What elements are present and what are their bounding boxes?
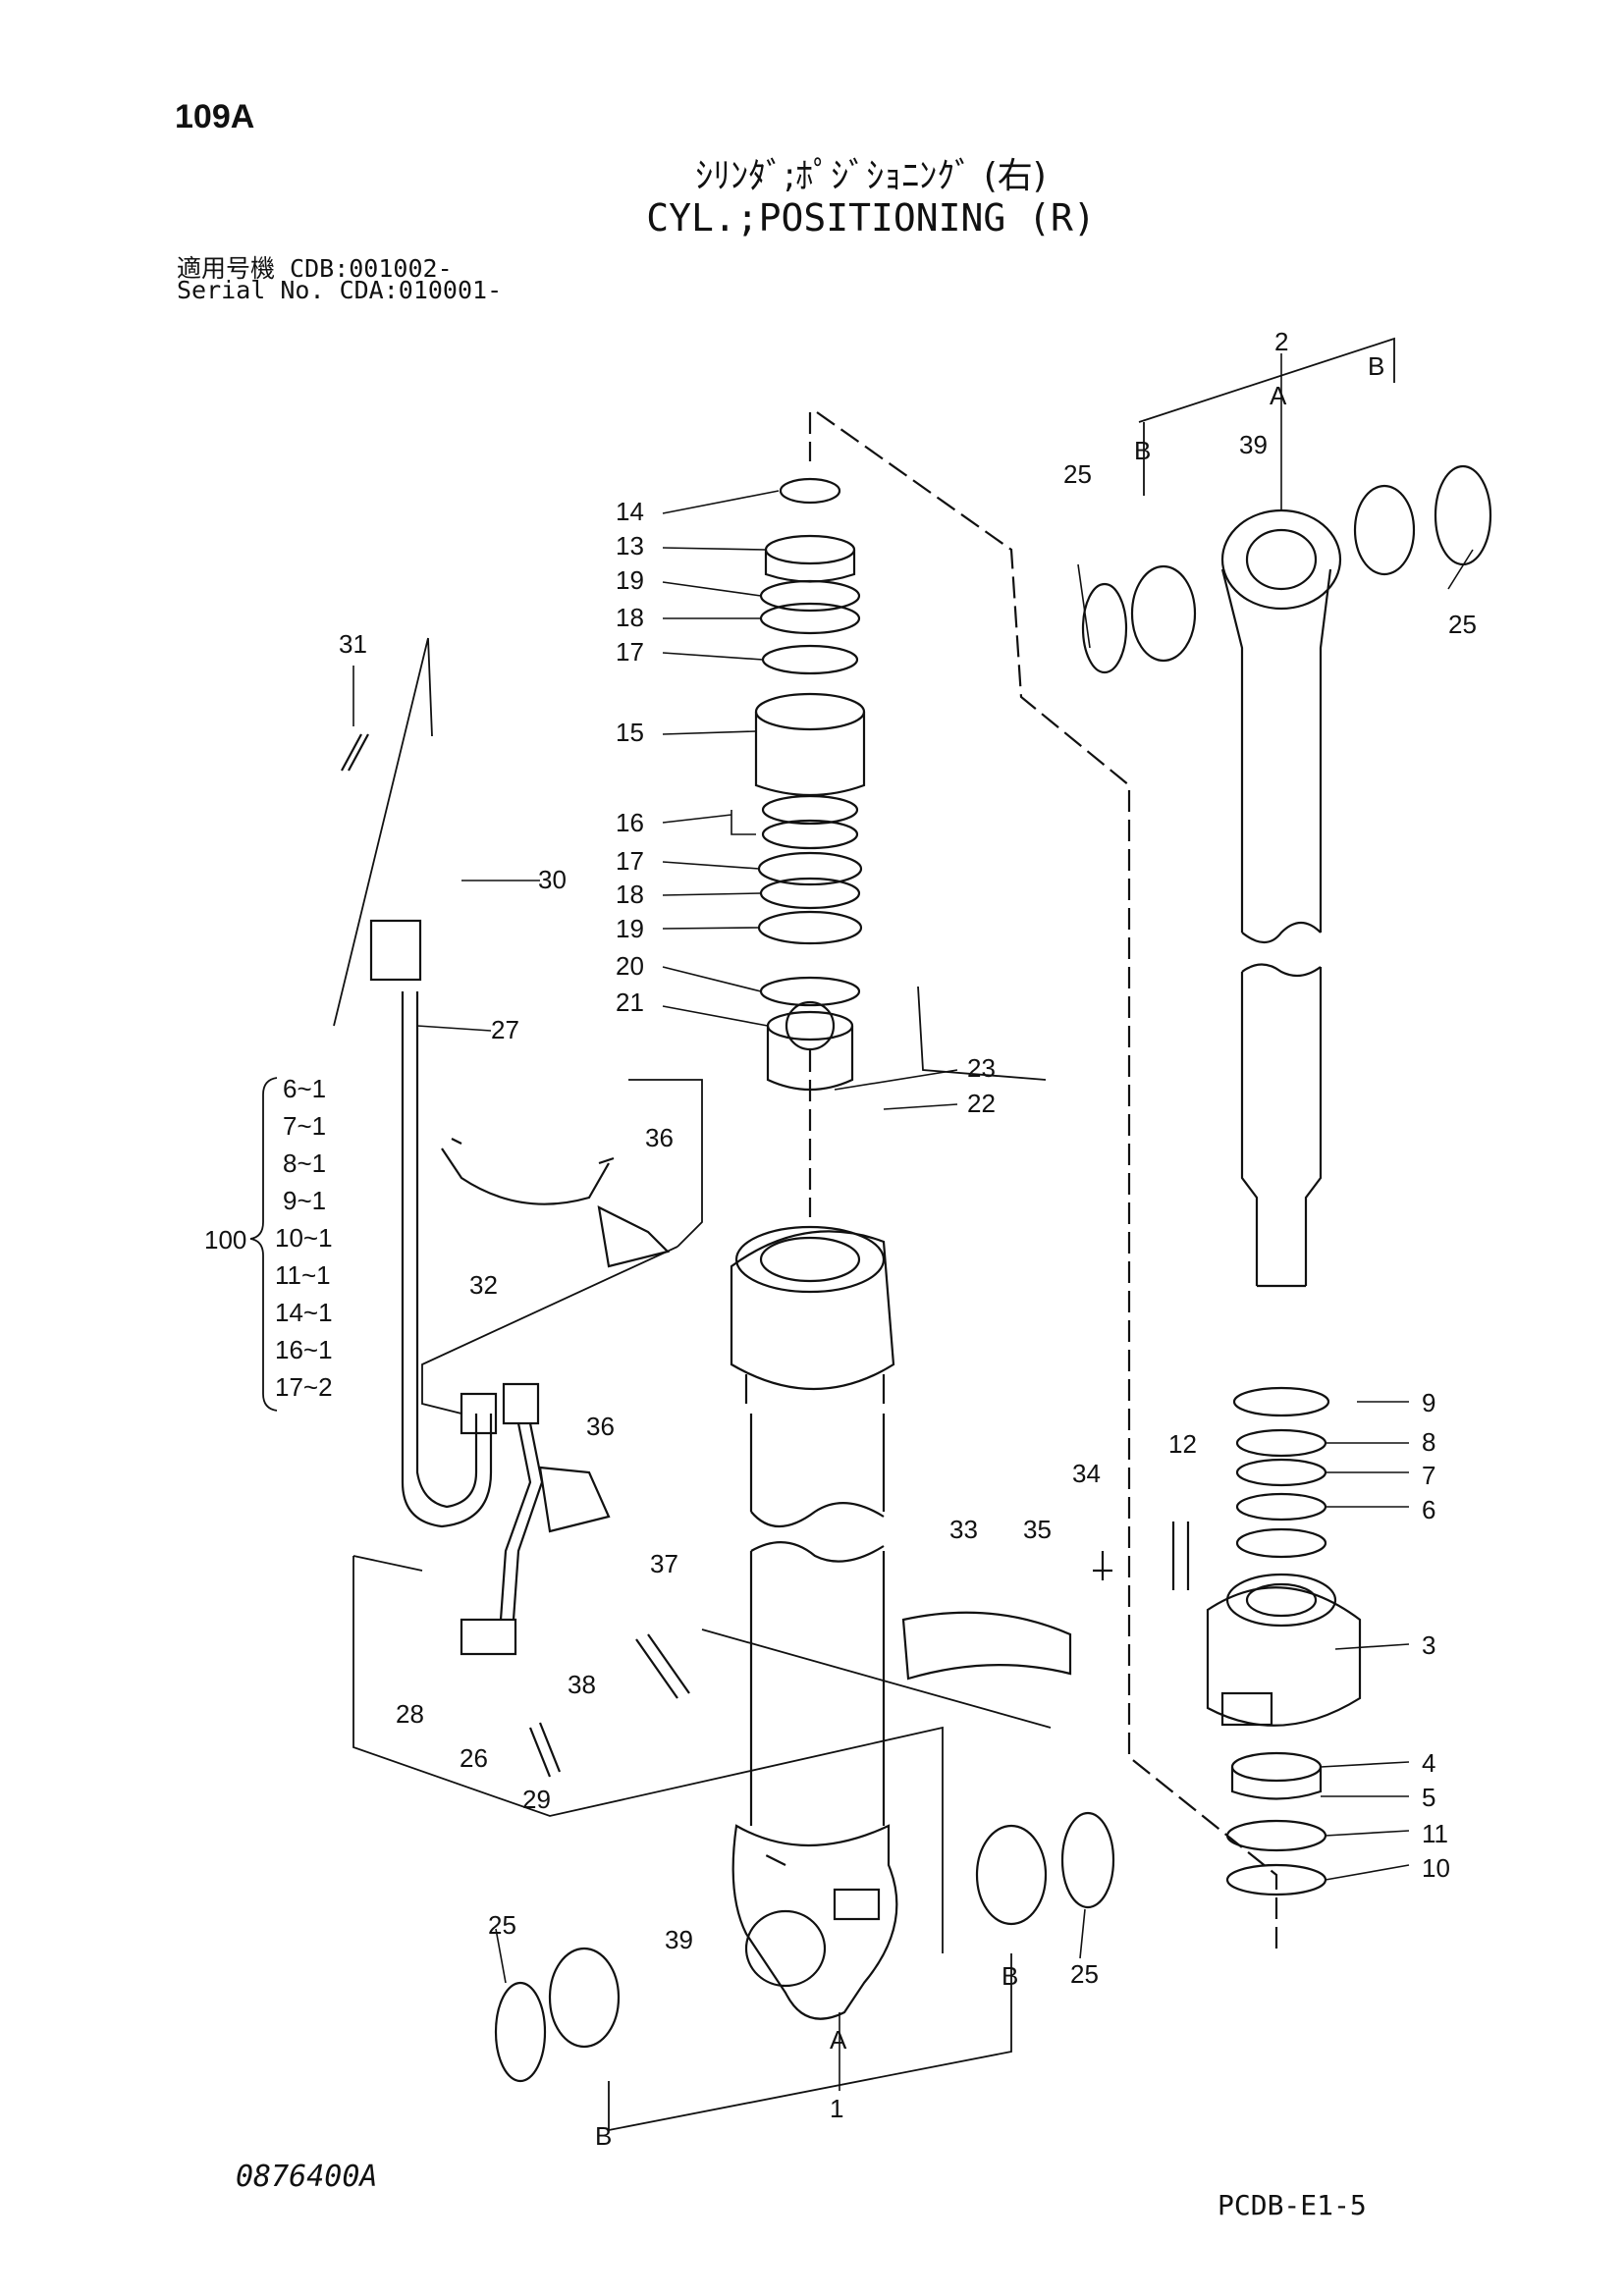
callout-25-top-left: 25: [1063, 459, 1092, 489]
callout-frames: [333, 337, 1395, 2131]
callout-19-lower: 19: [616, 914, 644, 943]
page-reference: PCDB-E1-5: [1218, 2189, 1367, 2221]
callout-34: 34: [1072, 1459, 1101, 1488]
callout-8: 8: [1422, 1427, 1435, 1457]
cylinder-tube: [730, 1225, 898, 2020]
callout-31: 31: [339, 629, 367, 659]
title-english: CYL.;POSITIONING (R): [646, 196, 1096, 240]
callout-18-lower: 18: [616, 880, 644, 909]
label-b-bottom-right: B: [1001, 1961, 1018, 1991]
kit-item: 11~1: [275, 1260, 331, 1290]
label-a-top: A: [1270, 381, 1287, 410]
callout-25-bottom-right: 25: [1070, 1959, 1099, 1989]
callout-23: 23: [967, 1053, 996, 1083]
callout-4: 4: [1422, 1748, 1435, 1778]
callout-6: 6: [1422, 1495, 1435, 1524]
kit-item: 10~1: [275, 1223, 333, 1253]
callout-13: 13: [616, 531, 644, 561]
callout-5: 5: [1422, 1783, 1435, 1812]
kit-item: 6~1: [283, 1074, 326, 1103]
kit-item: 9~1: [283, 1186, 326, 1215]
leader-lines: [352, 353, 1474, 2091]
callout-7: 7: [1422, 1461, 1435, 1490]
hydraulic-pipes: [369, 919, 544, 1656]
callout-26: 26: [460, 1743, 488, 1773]
assembly-guide-lines: [765, 411, 1278, 1953]
label-a-bottom: A: [830, 2025, 847, 2055]
callout-29: 29: [522, 1785, 551, 1814]
callout-14: 14: [616, 497, 644, 526]
callout-36-upper: 36: [645, 1123, 674, 1152]
kit-100-list: 100 6~1 7~1 8~1 9~1 10~1 11~1 14~1 16~1 …: [204, 1074, 333, 1412]
clamps: [441, 1138, 1072, 1681]
label-b-bottom-left: B: [595, 2121, 612, 2151]
callout-39-bottom: 39: [665, 1925, 693, 1954]
kit-number: 100: [204, 1225, 246, 1255]
kit-item: 8~1: [283, 1148, 326, 1178]
title-japanese: ｼﾘﾝﾀﾞ;ﾎﾟｼﾞｼｮﾆﾝｸﾞ (右): [695, 156, 1047, 196]
label-b-top-left: B: [1134, 436, 1151, 465]
callout-28: 28: [396, 1699, 424, 1729]
callout-27: 27: [491, 1015, 519, 1044]
callout-2: 2: [1274, 327, 1288, 356]
callout-12: 12: [1168, 1429, 1197, 1459]
pin-bushings-seals: [494, 464, 1492, 2083]
serial-line-1: 適用号機 CDB:001002-: [177, 254, 453, 283]
callout-15: 15: [616, 718, 644, 747]
piston-rod: [1206, 508, 1362, 1896]
callout-numbers: 14 13 19 18 17 15 16 17 18 19 20 21 23 2…: [339, 327, 1477, 2151]
callout-22: 22: [967, 1089, 996, 1118]
callout-16: 16: [616, 808, 644, 837]
piston-seal-stack: [754, 477, 866, 1092]
callout-39-top: 39: [1239, 430, 1268, 459]
callout-11: 11: [1422, 1819, 1448, 1848]
callout-9: 9: [1422, 1388, 1435, 1417]
callout-17: 17: [616, 637, 644, 667]
serial-line-2: Serial No. CDA:010001-: [177, 276, 503, 304]
callout-18: 18: [616, 603, 644, 632]
callout-1: 1: [830, 2094, 843, 2123]
kit-item: 16~1: [275, 1335, 333, 1364]
callout-38: 38: [568, 1670, 596, 1699]
kit-item: 7~1: [283, 1111, 326, 1141]
callout-25-top-right: 25: [1448, 610, 1477, 639]
label-b-top-right: B: [1368, 351, 1384, 381]
callout-33: 33: [949, 1515, 978, 1544]
callout-32: 32: [469, 1270, 498, 1300]
callout-37: 37: [650, 1549, 678, 1578]
page-code: 109A: [175, 98, 255, 135]
callout-25-bottom-left: 25: [488, 1910, 516, 1940]
callout-30: 30: [538, 865, 567, 894]
drawing-number: 0876400A: [236, 2160, 378, 2194]
callout-17-lower: 17: [616, 846, 644, 876]
callout-20: 20: [616, 951, 644, 981]
kit-item: 14~1: [275, 1298, 333, 1327]
callout-10: 10: [1422, 1853, 1450, 1883]
callout-19: 19: [616, 565, 644, 595]
callout-21: 21: [616, 988, 644, 1017]
callout-36-lower: 36: [586, 1412, 615, 1441]
callout-35: 35: [1023, 1515, 1052, 1544]
bolts: [341, 733, 1190, 1778]
kit-item: 17~2: [275, 1372, 333, 1402]
callout-3: 3: [1422, 1630, 1435, 1660]
